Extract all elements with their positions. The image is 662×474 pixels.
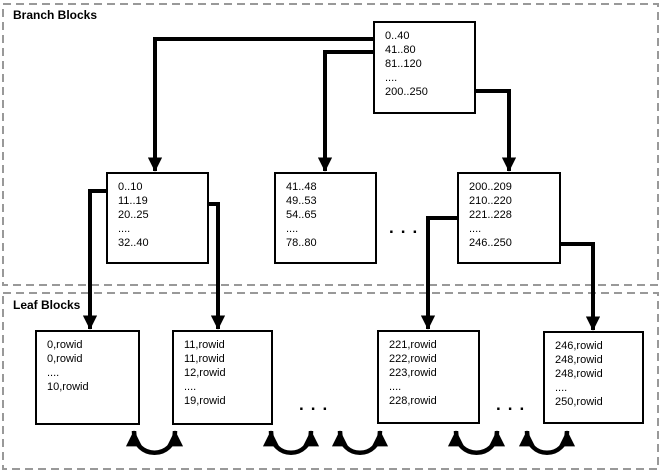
block-entry: ....: [118, 223, 131, 235]
block-entry: 248,rowid: [555, 354, 603, 366]
block-entry: 20..25: [118, 209, 149, 221]
block-entry: ....: [469, 223, 482, 235]
arrow-branch-right-to-leaf-3: [420, 216, 459, 330]
block-entry: 250,rowid: [555, 396, 603, 408]
block-entry: 0..10: [118, 181, 143, 193]
block-entry: 222,rowid: [389, 353, 437, 365]
arrow-root-to-branch-left: [147, 37, 374, 172]
arrow-branch-right-to-leaf-4: [559, 242, 601, 331]
root-branch-block: 0..40 41..80 81..120.... 200..250: [373, 21, 476, 114]
leaf-block-4: 246,rowid 248,rowid 248,rowid.... 250,rowid: [543, 331, 644, 424]
block-entry: 228,rowid: [389, 395, 437, 407]
block-entry: 81..120: [385, 58, 422, 70]
link-arrow-ellipsis-leaf4: [518, 430, 576, 455]
block-entry: 248,rowid: [555, 368, 603, 380]
arrow-branch-left-to-leaf-1: [82, 189, 108, 330]
block-entry: ....: [286, 223, 299, 235]
block-entry: 246..250: [469, 237, 512, 249]
block-entry: 49..53: [286, 195, 317, 207]
block-entry: 0,rowid: [47, 339, 83, 351]
block-entry: 11,rowid: [184, 339, 225, 351]
block-entry: 11,rowid: [184, 353, 225, 365]
block-entry: 41..80: [385, 44, 416, 56]
block-entry: 223,rowid: [389, 367, 437, 379]
block-entry: 11..19: [118, 195, 148, 207]
block-entry: 246,rowid: [555, 340, 603, 352]
link-arrow-leaf3-ellipsis: [447, 430, 506, 455]
branch-row-ellipsis: ...: [389, 218, 425, 237]
block-entry: 221,rowid: [389, 339, 437, 351]
arrow-root-to-branch-right: [474, 89, 517, 172]
block-entry: 210..220: [469, 195, 512, 207]
link-arrow-leaf2-ellipsis: [262, 430, 320, 455]
block-entry: 19,rowid: [184, 395, 226, 407]
leaf-block-1: 0,rowid 0,rowid.... 10,rowid: [35, 330, 140, 425]
block-entry: 78..80: [286, 237, 317, 249]
block-entry: ....: [385, 72, 398, 84]
arrow-root-to-branch-middle: [317, 50, 374, 172]
leaf-block-3: 221,rowid 222,rowid 223,rowid.... 228,rowid: [377, 330, 480, 424]
block-entry: 32..40: [118, 237, 149, 249]
block-entry: ....: [47, 367, 60, 379]
block-entry: 54..65: [286, 209, 317, 221]
block-entry: ....: [555, 382, 568, 394]
block-entry: 200..250: [385, 86, 428, 98]
leaf-row-ellipsis-left: ...: [299, 395, 335, 414]
arrow-branch-left-to-leaf-2: [207, 202, 226, 330]
block-entry: 200..209: [469, 181, 512, 193]
branch-block-middle: 41..48 49..53 54..65.... 78..80: [274, 172, 377, 264]
block-entry: 12,rowid: [184, 367, 226, 379]
branch-blocks-label: Branch Blocks: [13, 8, 98, 22]
link-arrow-ellipsis-leaf3: [331, 430, 389, 455]
leaf-region-dashed-border: [2, 292, 659, 470]
block-entry: 0,rowid: [47, 353, 83, 365]
block-entry: 221..228: [469, 209, 512, 221]
leaf-blocks-label: Leaf Blocks: [13, 298, 81, 312]
block-entry: 0..40: [385, 30, 410, 42]
block-entry: ....: [389, 381, 402, 393]
leaf-block-2: 11,rowid 11,rowid 12,rowid.... 19,rowid: [172, 330, 273, 425]
block-entry: 10,rowid: [47, 381, 89, 393]
leaf-row-ellipsis-right: ...: [496, 395, 532, 414]
branch-region-dashed-border: [2, 3, 659, 286]
link-arrow-leaf1-leaf2: [125, 430, 184, 455]
branch-block-left: 0..10 11..19 20..25.... 32..40: [106, 172, 209, 264]
branch-block-right: 200..209 210..220 221..228.... 246..250: [457, 172, 561, 264]
block-entry: ....: [184, 381, 197, 393]
block-entry: 41..48: [286, 181, 317, 193]
